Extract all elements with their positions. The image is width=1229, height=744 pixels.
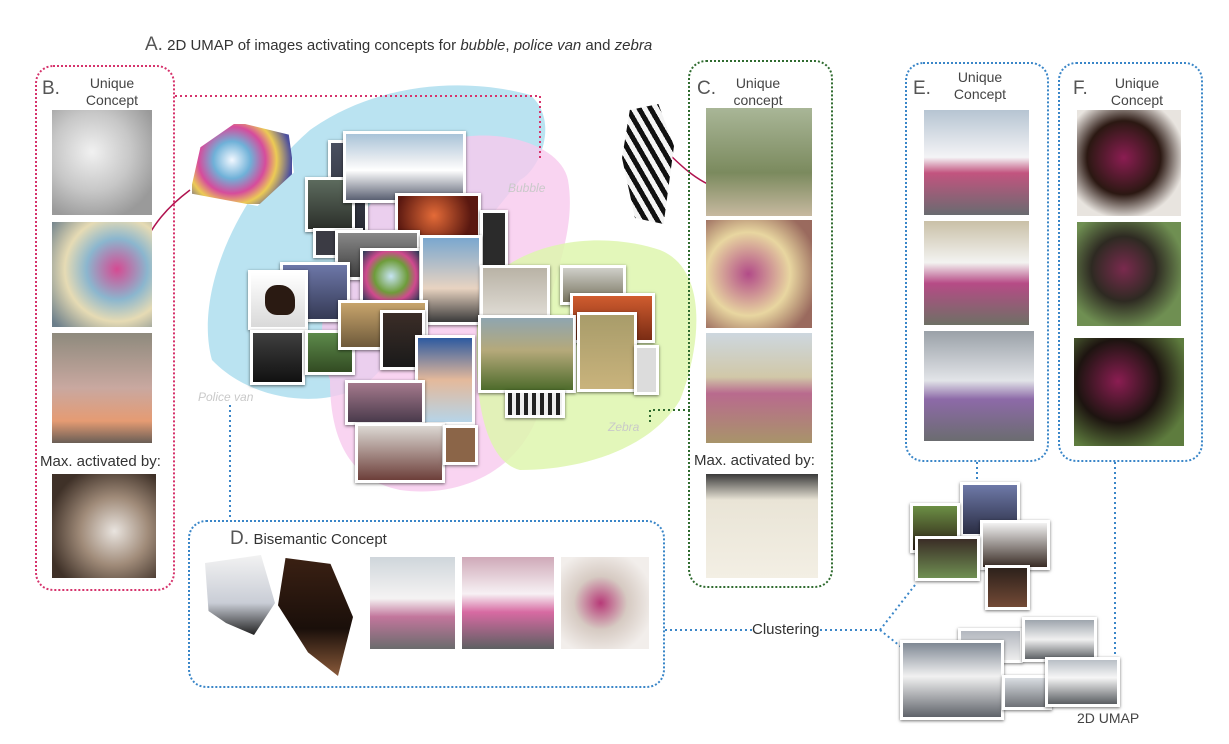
panel-c-title-line1: Unique — [735, 75, 781, 91]
panel-f-image-1 — [1077, 110, 1181, 216]
panel-e-letter: E. — [913, 78, 931, 99]
panel-c-image-2 — [706, 220, 812, 328]
panel-e-image-3 — [924, 331, 1034, 441]
panel-f-title-line2: Concept — [1110, 92, 1164, 108]
connector-c — [649, 409, 690, 422]
umap-label-zebra: Zebra — [608, 420, 640, 434]
panel-b — [35, 65, 175, 591]
title-term-police-van: police van — [513, 37, 582, 54]
panel-c-image-1 — [706, 108, 812, 216]
title-term-bubble: bubble — [460, 37, 506, 54]
umap-thumb — [480, 210, 508, 270]
panel-b-title-line2: Concept — [85, 92, 139, 108]
panel-f-title: Unique Concept — [1097, 75, 1177, 109]
cluster-thumb — [1002, 675, 1052, 710]
panel-b-title-line1: Unique — [89, 75, 135, 91]
umap-thumb — [420, 235, 482, 325]
panel-b-letter: B. — [42, 78, 60, 99]
umap-thumb — [480, 265, 550, 320]
panel-b-max-image — [52, 474, 156, 578]
panel-d-image-3 — [561, 557, 649, 649]
panel-e-image-1 — [924, 110, 1029, 215]
panel-f-letter: F. — [1073, 78, 1088, 99]
cluster-thumb — [900, 640, 1004, 720]
cluster-thumb — [980, 520, 1050, 570]
panel-d — [188, 520, 665, 688]
cluster-thumb — [1045, 657, 1120, 707]
panel-c-letter: C. — [697, 78, 716, 99]
title-text: 2D UMAP of images activating concepts fo… — [167, 37, 461, 54]
umap-label-bubble: Bubble — [508, 181, 546, 195]
panel-f-title-line1: Unique — [1114, 75, 1160, 91]
panel-c-max-label: Max. activated by: — [694, 452, 815, 469]
umap-thumb — [345, 380, 425, 425]
umap-thumb — [505, 390, 565, 418]
panel-d-title: Bisemantic Concept — [253, 531, 387, 548]
panel-b-image-1 — [52, 110, 152, 215]
panel-b-image-2 — [52, 222, 152, 327]
clustering-label: Clustering — [752, 621, 820, 638]
umap-thumb — [250, 330, 305, 385]
panel-b-image-3 — [52, 333, 152, 443]
panel-e-title-line2: Concept — [953, 86, 1007, 102]
panel-b-title: Unique Concept — [72, 75, 152, 109]
cluster-thumb — [915, 536, 980, 581]
panel-c-image-3 — [706, 333, 812, 443]
panel-f-image-2 — [1077, 222, 1181, 326]
panel-d-heading: D. Bisemantic Concept — [230, 528, 387, 550]
umap-thumb — [415, 335, 475, 425]
title-sep: and — [581, 37, 615, 54]
panel-c — [688, 60, 833, 588]
panel-b-max-label: Max. activated by: — [40, 453, 161, 470]
panel-f-image-3 — [1074, 338, 1184, 446]
panel-e-image-2 — [924, 221, 1029, 325]
panel-e-title-line1: Unique — [957, 69, 1003, 85]
panel-e-title: Unique Concept — [940, 69, 1020, 103]
panel-c-title: Unique concept — [718, 75, 798, 109]
umap-thumb — [577, 312, 637, 392]
umap-dog — [265, 285, 295, 315]
umap-label-police-van: Police van — [198, 390, 254, 404]
umap-2d-label: 2D UMAP — [1077, 710, 1140, 726]
panel-d-letter: D. — [230, 528, 249, 549]
panel-d-image-2 — [462, 557, 554, 649]
title-letter: A. — [145, 34, 163, 55]
umap-thumb — [478, 315, 576, 393]
panel-e — [905, 62, 1049, 462]
panel-f — [1058, 62, 1203, 462]
figure-title: A. 2D UMAP of images activating concepts… — [145, 34, 652, 56]
connector-to-dogs — [879, 584, 916, 631]
connector-b — [175, 95, 541, 160]
cluster-thumb — [1022, 617, 1097, 662]
title-sep: , — [505, 37, 514, 54]
umap-thumb — [355, 423, 445, 483]
panel-d-image-1 — [370, 557, 455, 649]
umap-thumb — [343, 131, 466, 203]
umap-thumb — [634, 345, 659, 395]
panel-c-title-line2: concept — [733, 92, 783, 108]
umap-thumb — [443, 425, 478, 465]
panel-c-max-image — [706, 474, 818, 578]
cluster-thumb — [985, 565, 1030, 610]
title-term-zebra: zebra — [614, 37, 653, 54]
